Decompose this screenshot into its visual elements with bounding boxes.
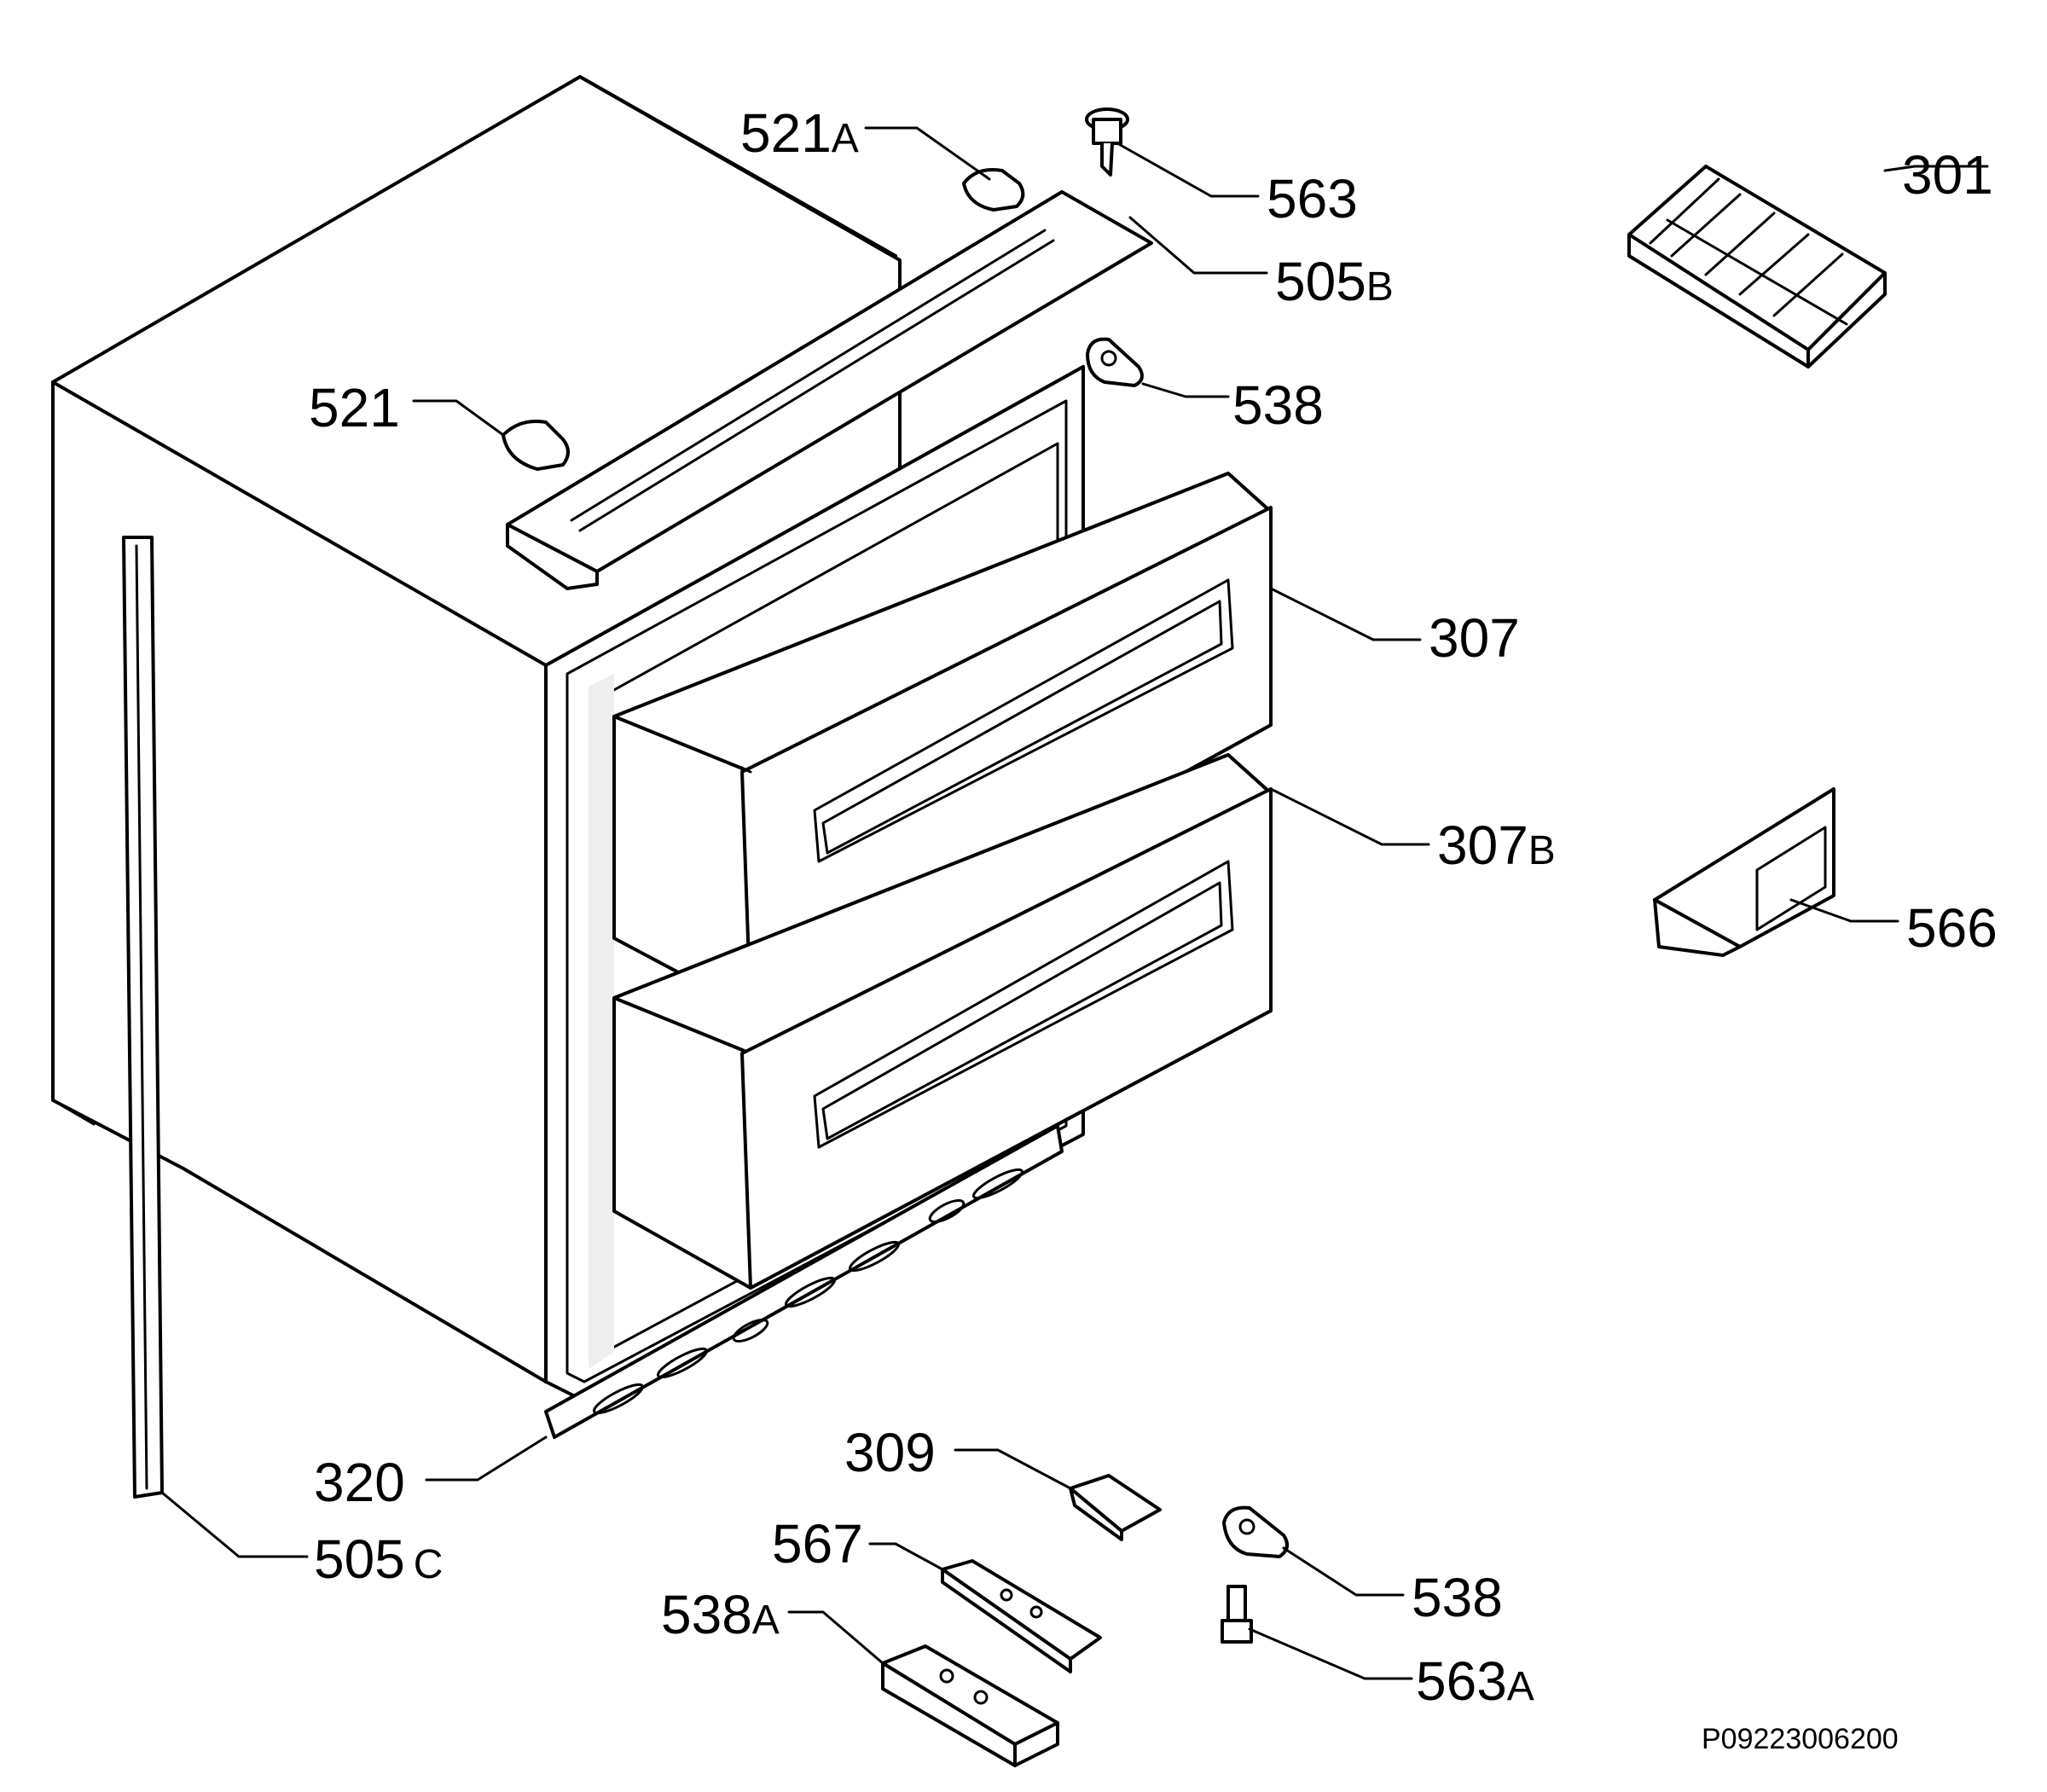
drawing-code: P09223006200 — [1702, 1723, 1899, 1755]
label-563: 563 — [1267, 168, 1358, 229]
hinge-bracket-538-bottom — [1222, 1505, 1289, 1558]
hinge-plate-567 — [941, 1559, 1102, 1673]
label-563a: 563A — [1416, 1650, 1534, 1712]
label-538-top: 538 — [1232, 374, 1324, 436]
label-505b: 505B — [1275, 251, 1394, 312]
leader-lines — [160, 126, 1989, 1680]
peg-563 — [1085, 107, 1129, 177]
label-567: 567 — [772, 1513, 863, 1575]
label-521: 521 — [309, 377, 400, 438]
tray-grid — [1649, 177, 1848, 326]
drawer-lower-307b — [612, 753, 1273, 1290]
screw-563a — [1221, 1585, 1253, 1644]
ice-scraper-566 — [1653, 787, 1835, 957]
label-521a: 521A — [740, 102, 859, 164]
label-309: 309 — [844, 1422, 936, 1483]
hinge-bracket-538-top — [1086, 337, 1144, 387]
label-538-bottom: 538 — [1412, 1567, 1503, 1628]
label-566: 566 — [1906, 897, 1998, 959]
label-307: 307 — [1429, 607, 1520, 669]
label-307b: 307B — [1437, 815, 1556, 876]
rail-slots — [592, 1168, 1024, 1415]
label-301: 301 — [1902, 144, 1993, 206]
label-538a: 538A — [661, 1584, 780, 1645]
bottom-rail-320 — [544, 1124, 1064, 1439]
drawer-upper-307 — [612, 472, 1273, 1012]
hinge-cover-521 — [502, 420, 570, 471]
label-320: 320 — [314, 1452, 405, 1513]
ice-cube-tray-301 — [1627, 165, 1887, 368]
clip-309 — [1069, 1474, 1162, 1541]
hinge-block-538a — [881, 1644, 1059, 1767]
part-labels: 521A 563 505B 301 521 538 307 307B 566 3… — [309, 102, 1998, 1712]
top-mounting-strip-505b — [506, 190, 1153, 590]
hinge-cover-521a — [962, 168, 1025, 212]
